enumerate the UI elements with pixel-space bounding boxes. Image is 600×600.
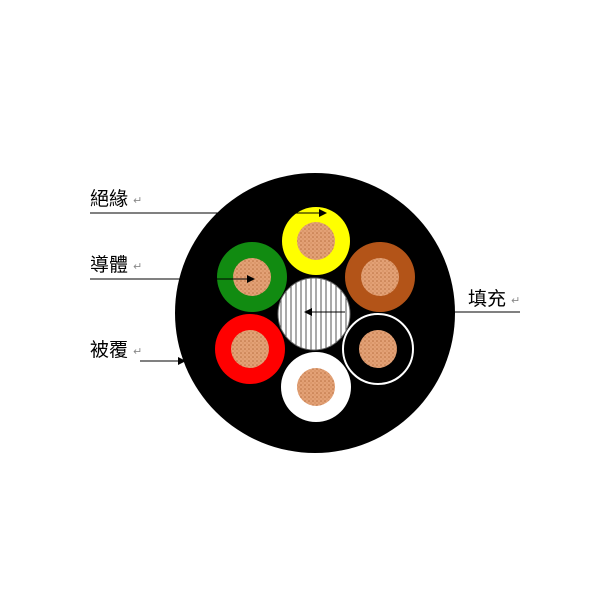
- core-red-conductor: [231, 330, 269, 368]
- core-red: [215, 314, 285, 384]
- core-green: [217, 242, 287, 312]
- label-filler: 填充: [468, 288, 506, 310]
- core-white-conductor: [297, 368, 335, 406]
- core-yellow: [282, 207, 350, 275]
- core-black-conductor: [359, 330, 397, 368]
- label-insulation-return-mark: ↵: [133, 194, 142, 207]
- core-brown-conductor: [361, 258, 399, 296]
- label-conductor-return-mark: ↵: [133, 260, 142, 273]
- label-sheath: 被覆: [90, 339, 128, 361]
- label-conductor: 導體: [90, 254, 128, 276]
- core-white: [281, 352, 351, 422]
- core-yellow-conductor: [297, 222, 335, 260]
- core-black: [342, 313, 414, 385]
- label-sheath-return-mark: ↵: [133, 345, 142, 358]
- core-brown: [345, 242, 415, 312]
- center-filler: [277, 277, 351, 351]
- label-filler-return-mark: ↵: [511, 294, 520, 307]
- label-insulation: 絕緣: [90, 188, 128, 210]
- core-green-conductor: [233, 258, 271, 296]
